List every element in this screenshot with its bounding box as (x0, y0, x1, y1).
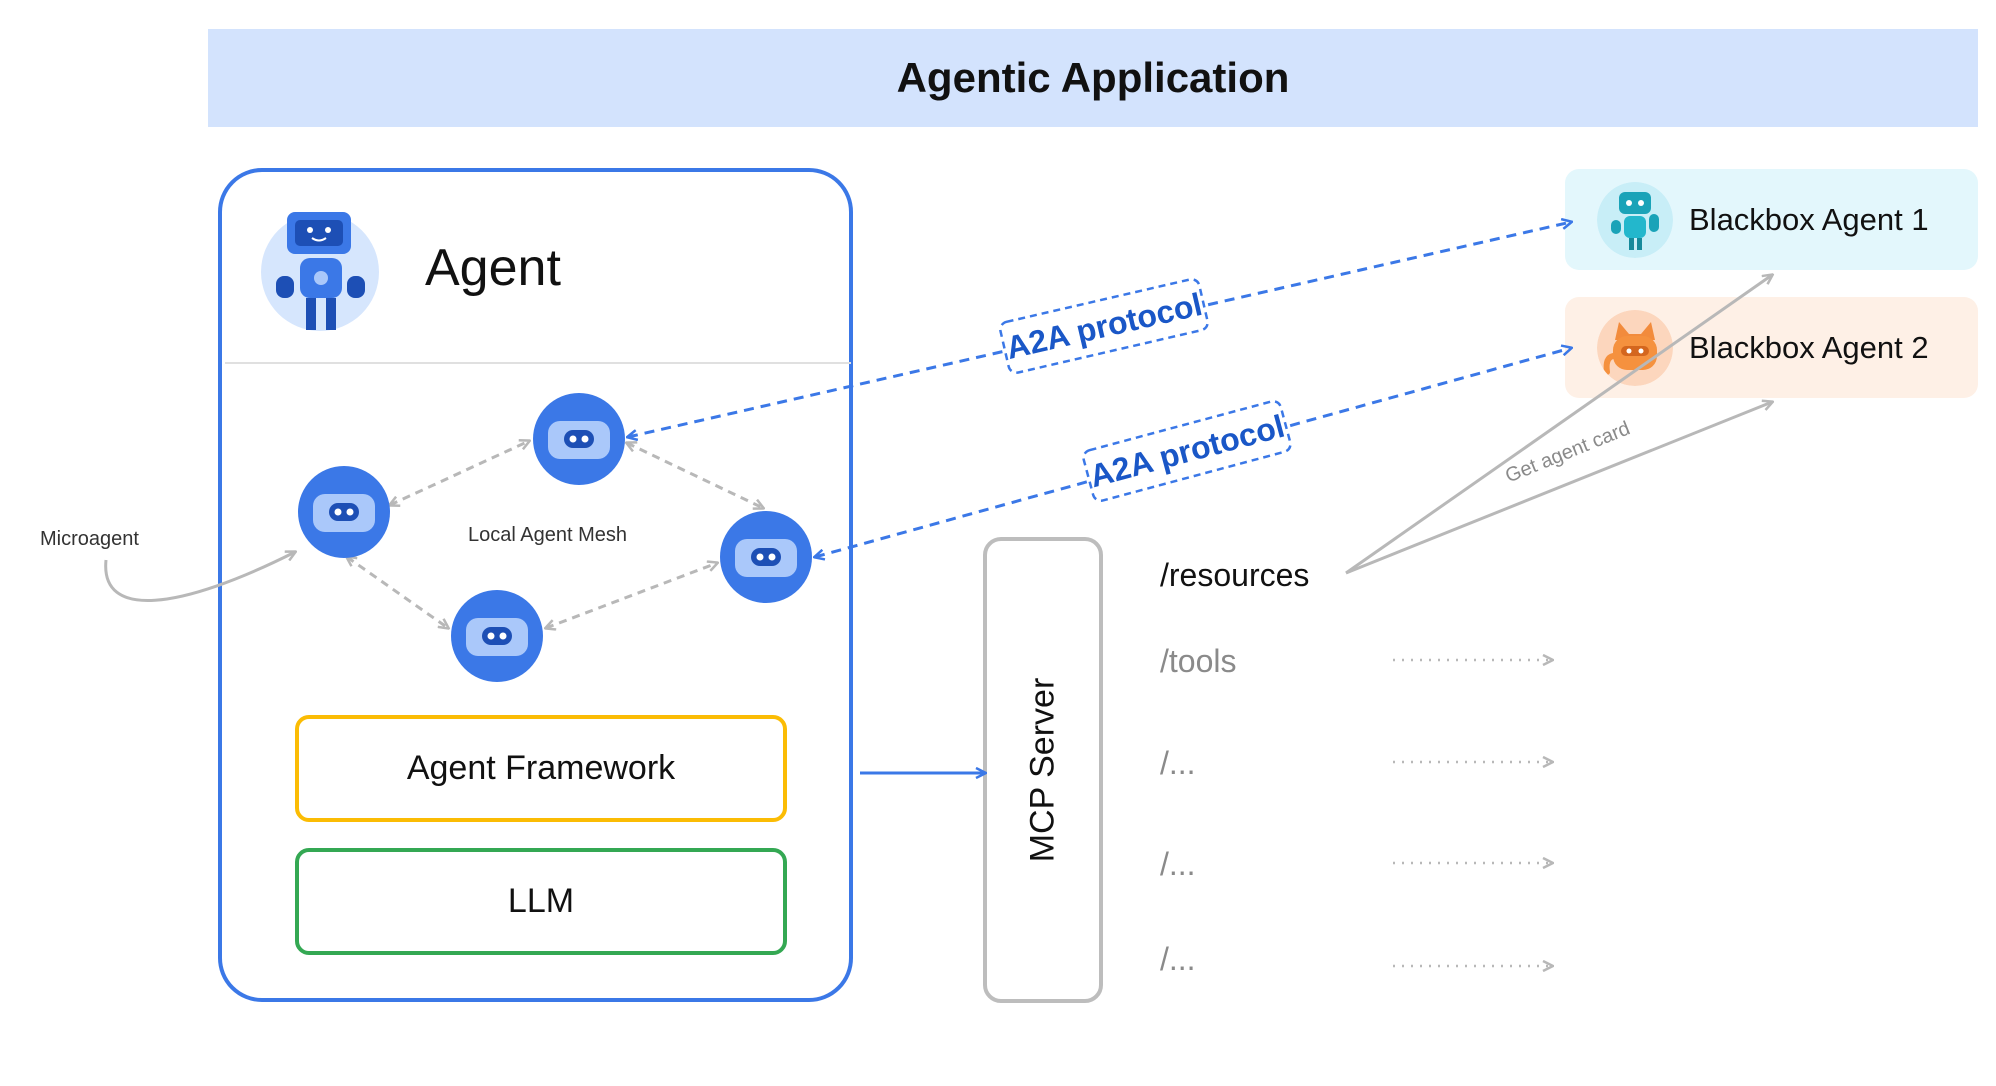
microagent-label: Microagent (40, 528, 139, 550)
agent-avatar-icon (261, 212, 379, 331)
application-banner: Agentic Application (208, 29, 1978, 127)
blackbox-agent-2: Blackbox Agent 2 (1565, 297, 1978, 398)
llm-label: LLM (507, 882, 575, 920)
mesh-arrow-2 (627, 443, 763, 508)
agent-title: Agent (425, 239, 561, 297)
llm-box: LLM (295, 848, 787, 955)
cat-icon (1597, 309, 1673, 386)
mesh-agent-left-icon (298, 466, 390, 558)
blackbox-agent-2-label: Blackbox Agent 2 (1689, 329, 1929, 365)
agent-framework-label: Agent Framework (406, 749, 676, 787)
mesh-arrow-4 (546, 563, 717, 628)
get-card-arrow-2 (1345, 402, 1772, 575)
a2a-label-1: A2A protocol (1003, 286, 1206, 366)
route-tools: /tools (1160, 643, 1237, 679)
mesh-agent-right-icon (720, 511, 812, 603)
application-title: Agentic Application (896, 54, 1290, 101)
route-other-3: /... (1160, 941, 1196, 977)
blackbox-agent-1-label: Blackbox Agent 1 (1689, 201, 1929, 237)
agent-framework-box: Agent Framework (295, 715, 787, 822)
a2a-label-2-badge: A2A protocol (1082, 400, 1292, 502)
microagent-pointer (104, 552, 295, 602)
mesh-agent-top-icon (533, 393, 625, 485)
agent-divider (225, 362, 851, 364)
local-agent-mesh-label: Local Agent Mesh (468, 524, 627, 546)
mesh-arrow-3 (347, 557, 448, 628)
a2a-label-1-badge: A2A protocol (999, 278, 1209, 374)
blackbox-agent-1: Blackbox Agent 1 (1565, 169, 1978, 270)
mesh-agent-bottom-icon (451, 590, 543, 682)
get-card-arrow-1 (1345, 275, 1772, 575)
get-agent-card-label: Get agent card (1502, 417, 1633, 487)
route-other-2: /... (1160, 846, 1196, 882)
robot-icon (1597, 181, 1673, 258)
mesh-arrow-1 (390, 441, 529, 505)
route-other-1: /... (1160, 745, 1196, 781)
route-resources: /resources (1160, 557, 1310, 593)
